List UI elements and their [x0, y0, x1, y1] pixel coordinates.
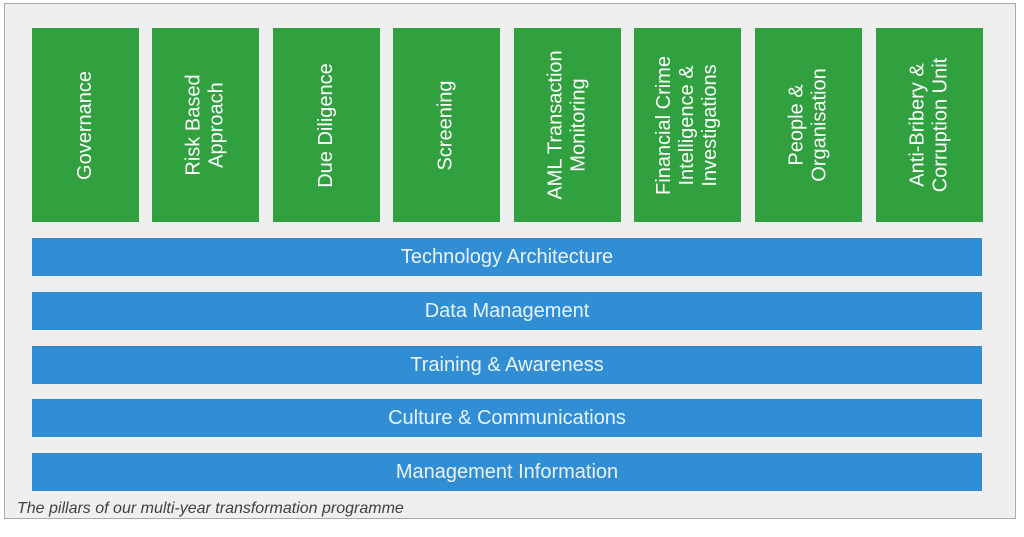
pillar-governance: Governance — [32, 28, 139, 222]
pillar-anti-bribery-corruption: Anti-Bribery & Corruption Unit — [876, 28, 983, 222]
pillar-financial-crime-intelligence: Financial Crime Intelligence & Investiga… — [634, 28, 741, 222]
pillar-label: AML Transaction Monitoring — [544, 50, 590, 200]
foundation-training-awareness: Training & Awareness — [32, 346, 982, 384]
foundation-culture-communications: Culture & Communications — [32, 399, 982, 437]
foundation-data-management: Data Management — [32, 292, 982, 330]
pillar-aml-transaction-monitoring: AML Transaction Monitoring — [514, 28, 621, 222]
foundation-technology-architecture: Technology Architecture — [32, 238, 982, 276]
pillar-label: Financial Crime Intelligence & Investiga… — [653, 55, 721, 195]
pillar-risk-based-approach: Risk Based Approach — [152, 28, 259, 222]
foundation-management-information: Management Information — [32, 453, 982, 491]
pillar-label: People & Organisation — [785, 68, 831, 182]
pillar-label: Due Diligence — [315, 62, 338, 188]
pillar-screening: Screening — [393, 28, 500, 222]
caption: The pillars of our multi-year transforma… — [17, 500, 404, 517]
pillar-label: Anti-Bribery & Corruption Unit — [906, 57, 952, 193]
pillar-due-diligence: Due Diligence — [273, 28, 380, 222]
pillar-people-organisation: People & Organisation — [755, 28, 862, 222]
pillar-label: Risk Based Approach — [182, 74, 228, 176]
pillar-label: Screening — [435, 79, 457, 171]
pillar-label: Governance — [74, 70, 96, 180]
